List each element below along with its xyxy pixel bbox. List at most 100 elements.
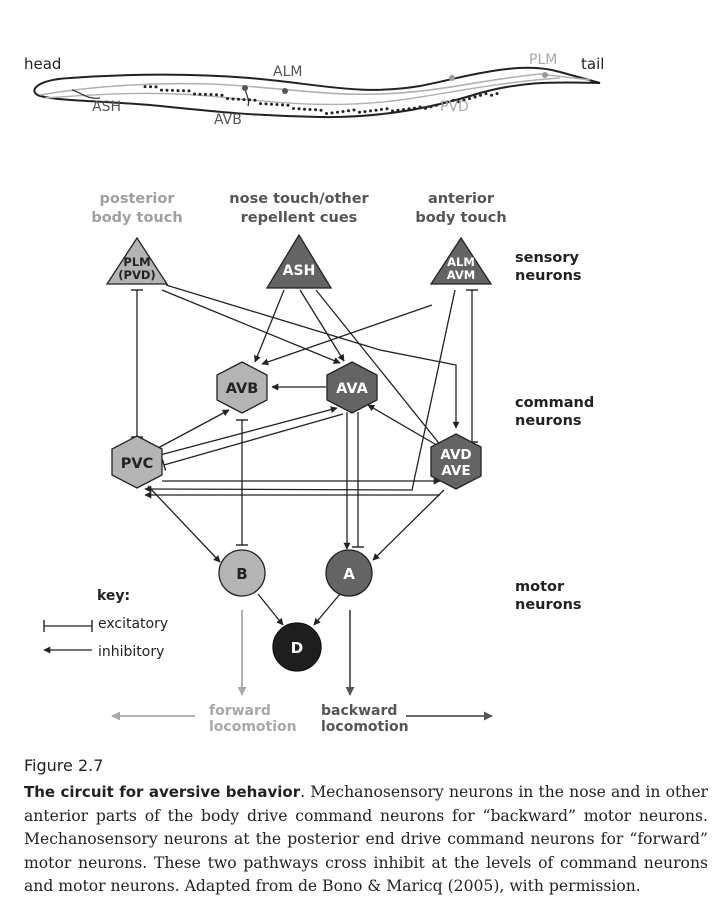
worm-motor-neuron-dot [308,108,312,111]
worm-motor-neuron-dot [176,89,180,93]
worm-tail-label: tail [581,55,604,73]
worm-motor-neuron-dot [396,108,400,112]
caption-body: . Mechanosensory neurons in the nose and… [24,783,708,896]
worm-motor-neuron-dot [352,108,356,112]
neuron-ash-label: ASH [283,263,316,279]
worm-motor-neuron-dot [149,85,152,89]
header-posterior-line1: posterior [100,191,176,207]
worm-grey-nerve-2 [44,77,561,106]
neuron-alm-triangle [429,236,493,285]
neuron-plm-label-2: (PVD) [118,268,155,282]
worm-motor-neuron-dot [429,105,433,109]
key-inhibitory-label: inhibitory [98,644,164,660]
worm-plm-cell [542,72,548,78]
edge-ash-avd [315,289,447,453]
worm-motor-neuron-dot [424,106,427,110]
worm-illustration: head tail ASH AVB ALM PVD PLM [24,52,604,128]
worm-alm-cell [282,88,288,94]
worm-alm-label: ALM [273,64,302,80]
worm-head-label: head [24,55,61,73]
edge-avd-a [372,489,445,561]
worm-motor-neuron-dot [336,110,339,114]
level-sensory-line1: sensory [515,250,580,266]
worm-motor-neuron-dot [325,112,328,115]
header-nose-line1: nose touch/other [229,191,369,207]
worm-motor-neuron-dot [270,102,273,106]
worm-motor-neuron-dot [440,102,444,106]
worm-motor-neuron-dot [385,107,389,111]
worm-motor-neuron-dot [402,108,405,112]
worm-motor-neuron-dot [242,98,246,102]
worm-motor-neuron-dot [182,89,185,93]
stimulus-headers: posterior body touch nose touch/other re… [91,191,506,226]
worm-motor-neuron-dot [369,109,372,113]
neuron-avd-label-2: AVE [441,463,470,479]
edge-ash-ava [299,289,345,362]
neuron-d-circle [272,622,322,672]
worm-motor-neuron-dot [209,93,213,96]
worm-motor-neuron-dot [198,92,202,96]
worm-motor-neuron-dot [418,105,422,109]
worm-motor-neuron-dot [264,102,268,106]
legend-key: key: excitatory inhibitory [43,588,168,660]
worm-motor-neuron-dot [457,100,460,104]
neuron-avd-hexagon [430,433,482,490]
key-title: key: [97,588,130,604]
worm-motor-neuron-dots [143,85,499,115]
backward-label-2: locomotion [321,719,409,735]
worm-motor-neuron-dot [341,110,345,113]
aversive-circuit-figure: head tail ASH AVB ALM PVD PLM posterior … [24,52,604,735]
backward-label-1: backward [321,703,397,719]
figure-caption: The circuit for aversive behavior. Mecha… [24,781,708,899]
level-motor-line2: neurons [515,597,582,613]
worm-motor-neuron-dot [319,108,323,112]
worm-motor-neuron-dot [215,93,218,97]
worm-motor-neuron-dot [495,92,499,96]
worm-motor-neuron-dot [358,110,361,114]
header-anterior-line1: anterior [428,191,495,207]
edge-plm-avd [165,284,460,429]
worm-motor-neuron-dot [281,103,284,107]
edge-ash-avb [254,289,285,363]
worm-grey-nerve [39,73,591,96]
worm-motor-neuron-dot [154,85,158,89]
edge-pvc-ava [159,406,338,456]
edge-plm-ava [161,289,341,364]
worm-motor-neuron-dot [380,107,383,111]
worm-motor-neuron-dot [220,93,224,97]
worm-motor-neuron-dot [253,98,257,102]
worm-motor-neuron-dot [231,97,235,101]
caption-title: The circuit for aversive behavior [24,783,301,801]
neuron-a-label: A [343,565,355,583]
worm-motor-neuron-dot [314,108,317,112]
level-motor-line1: motor [515,579,565,595]
worm-motor-neuron-dot [451,98,455,102]
worm-plm-label: PLM [529,52,557,68]
level-sensory-line2: neurons [515,268,582,284]
worm-motor-neuron-dot [363,110,367,114]
header-anterior-line2: body touch [415,210,506,226]
worm-avb-label: AVB [214,112,242,128]
worm-motor-neuron-dot [435,103,438,107]
edge-pvc-b [147,485,221,563]
worm-motor-neuron-dot [374,108,378,112]
neuron-avd-label-1: AVD [440,447,471,463]
key-excitatory-label: excitatory [98,616,168,632]
edge-ava-pvc-inhibitory [161,413,344,471]
worm-motor-neuron-dot [468,97,471,101]
worm-motor-neuron-dot [484,92,488,96]
worm-avb-cell [242,85,248,91]
neurons: PLM (PVD) ASH ALM AVM AVB AVA PVC AVD AV… [105,233,493,672]
worm-motor-neuron-dot [407,107,411,111]
neuron-ava-label: AVA [336,381,368,397]
neuron-alm-label-1: ALM [447,255,475,269]
edge-pvc-avb [157,409,230,449]
neuron-ash-triangle [265,233,333,289]
worm-motor-neuron-dot [391,109,394,113]
worm-motor-neuron-dot [347,109,350,113]
neuron-alm-label-2: AVM [447,268,475,282]
worm-motor-neuron-dot [204,92,207,96]
worm-motor-neuron-dot [143,85,147,89]
worm-motor-neuron-dot [237,97,240,101]
edge-avd-ava [367,404,441,448]
